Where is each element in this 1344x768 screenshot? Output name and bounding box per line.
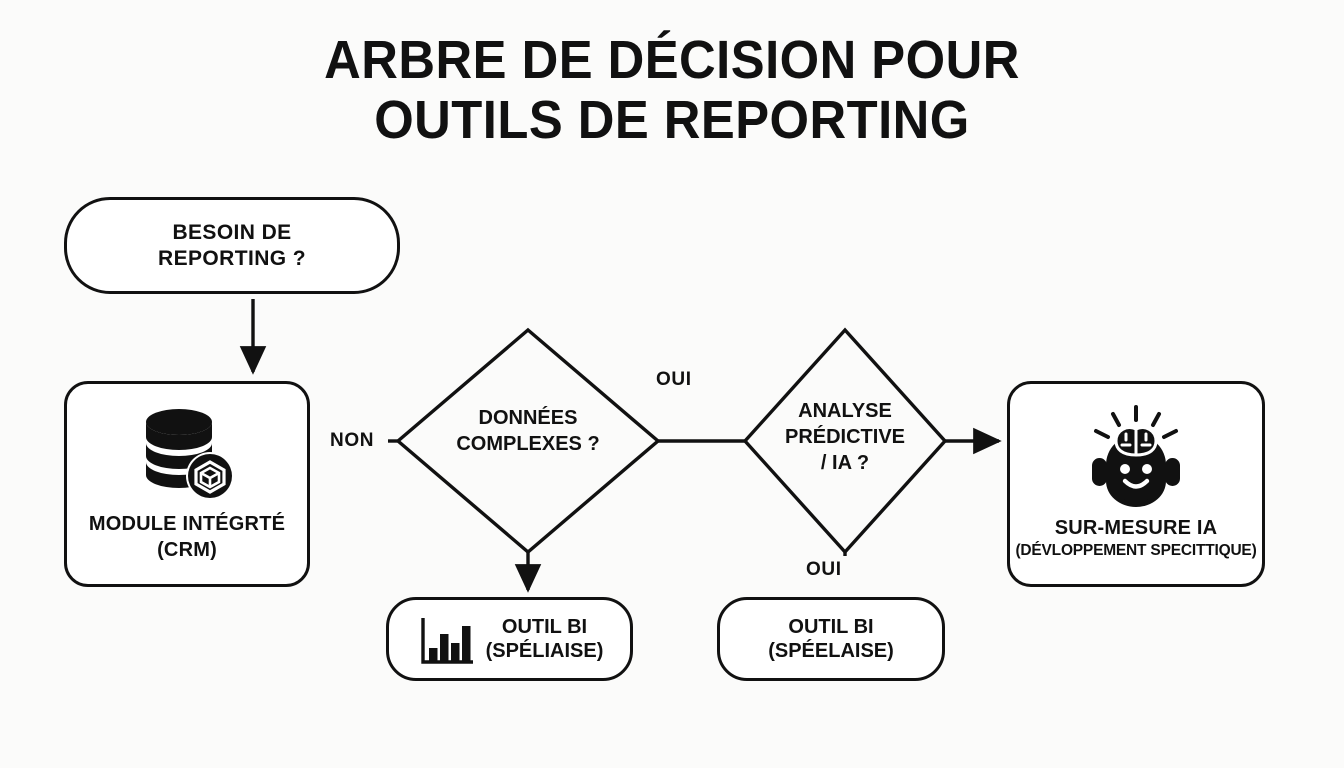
node-module-integre-crm[interactable]: MODULE INTÉGRTÉ (CRM) <box>64 381 310 587</box>
decision-analyse-predictive-label: ANALYSE PRÉDICTIVE / IA ? <box>715 398 975 476</box>
robot-brain-icon <box>1082 398 1190 516</box>
node-outil-bi-left[interactable]: OUTIL BI (SPÉLIAISE) <box>386 597 633 681</box>
node-ai-label: SUR-MESURE IA <box>1054 517 1218 539</box>
database-stack-icon <box>135 402 239 510</box>
node-bi-left-sublabel: (SPÉLIAISE) <box>485 639 604 662</box>
page-title-line-2: OUTILS DE REPORTING <box>374 90 970 151</box>
decision-analyse-predictive-line-2: PRÉDICTIVE <box>784 426 906 448</box>
node-outil-bi-right[interactable]: OUTIL BI (SPÉELAISE) <box>717 597 945 681</box>
page-title: ARBRE DE DÉCISION POUR OUTILS DE REPORTI… <box>40 30 1303 151</box>
node-besoin-line-2: REPORTING ? <box>158 246 306 270</box>
node-bi-left-label: OUTIL BI <box>501 616 588 639</box>
node-bi-right-label: OUTIL BI <box>788 616 874 639</box>
node-besoin-line-1: BESOIN DE <box>172 220 292 244</box>
node-module-line-1: MODULE INTÉGRTÉ <box>88 513 286 535</box>
edge-label-oui-bottom: OUI <box>806 559 842 580</box>
decision-donnees-complexes-label: DONNÉES COMPLEXES ? <box>398 405 658 457</box>
edge-label-non: NON <box>330 430 375 451</box>
node-besoin-de-reporting[interactable]: BESOIN DE REPORTING ? <box>64 197 400 294</box>
page-title-line-1: ARBRE DE DÉCISION POUR <box>324 30 1020 90</box>
bar-chart-icon <box>416 612 474 666</box>
decision-analyse-predictive-line-1: ANALYSE <box>798 400 892 422</box>
node-bi-right-sublabel: (SPÉELAISE) <box>768 639 894 662</box>
node-module-line-2: (CRM) <box>157 539 217 562</box>
decision-donnees-complexes-line-2: COMPLEXES ? <box>456 433 600 455</box>
node-sur-mesure-ia[interactable]: SUR-MESURE IA (DÉVLOPPEMENT SPECITTIQUE) <box>1007 381 1265 587</box>
node-ai-sublabel: (DÉVLOPPEMENT SPECITTIQUE) <box>1015 542 1257 560</box>
edge-label-oui-top: OUI <box>656 369 692 390</box>
decision-donnees-complexes-line-1: DONNÉES <box>478 407 578 429</box>
decision-analyse-predictive-line-3: / IA ? <box>820 452 870 474</box>
